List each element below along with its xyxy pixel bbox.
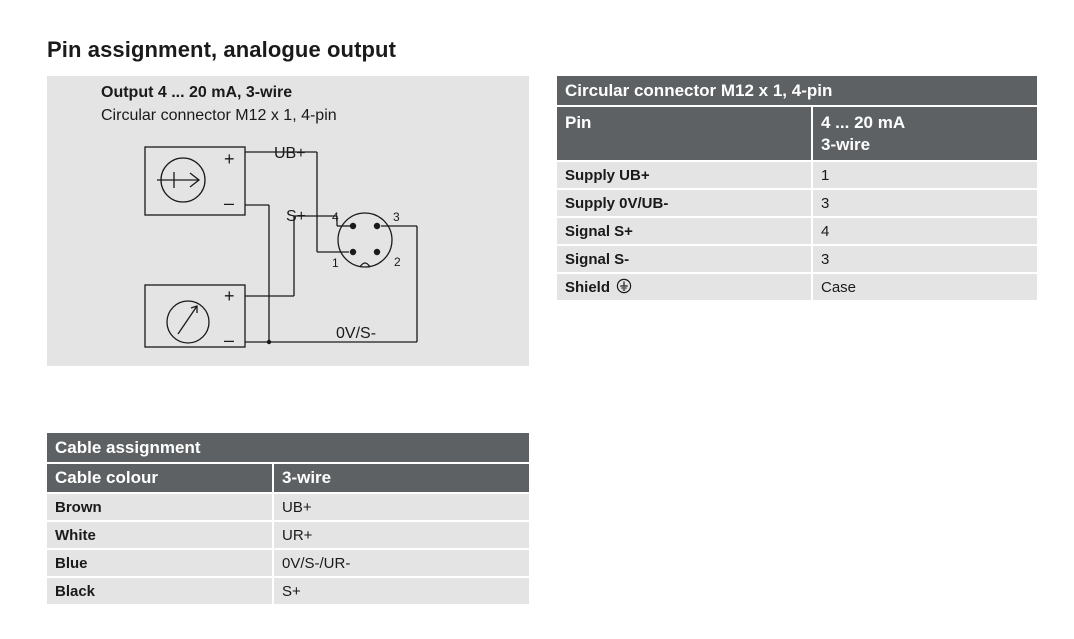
row-value: UR+	[272, 520, 529, 549]
supply-box	[144, 146, 246, 216]
pin-2-label: 2	[394, 255, 401, 269]
meter-box	[144, 284, 246, 348]
row-value: S+	[272, 576, 529, 604]
pin-4-label: 4	[332, 210, 339, 224]
cable-col-colour: Cable colour	[47, 462, 273, 493]
row-label: Signal S-	[557, 244, 812, 273]
row-value: 4	[811, 216, 1037, 245]
label-s-plus: S+	[286, 208, 306, 225]
cable-assignment-table: Cable assignment Cable colour 3-wire Bro…	[47, 433, 529, 604]
label-plus-top: +	[224, 149, 235, 169]
connector-col-value-line1: 4 ... 20 mA	[821, 113, 906, 132]
cable-col-wire: 3-wire	[272, 462, 529, 493]
row-value: 3	[811, 244, 1037, 273]
row-label: Blue	[47, 548, 273, 577]
ground-icon	[616, 278, 632, 294]
connector-table-title: Circular connector M12 x 1, 4-pin	[557, 76, 1037, 106]
row-value: 1	[811, 160, 1037, 189]
row-label: Supply 0V/UB-	[557, 188, 812, 217]
diagram-subheading: Circular connector M12 x 1, 4-pin	[101, 107, 337, 124]
connector-pin-table: Circular connector M12 x 1, 4-pin Pin 4 …	[557, 76, 1037, 300]
connector-col-value-line2: 3-wire	[821, 135, 871, 154]
row-value: 0V/S-/UR-	[272, 548, 529, 577]
pin-1-label: 1	[332, 256, 339, 270]
cable-table-title: Cable assignment	[47, 433, 529, 463]
row-value: UB+	[272, 492, 529, 521]
label-0v: 0V/S-	[336, 325, 376, 342]
shield-row-label: Shield	[557, 272, 812, 300]
row-label: Signal S+	[557, 216, 812, 245]
row-label: Shield	[565, 278, 611, 296]
table-row: Shield Case	[557, 272, 1037, 300]
table-row: White UR+	[47, 520, 529, 549]
row-label: Black	[47, 576, 273, 604]
label-minus-top: –	[224, 193, 234, 213]
m12-connector-icon	[337, 212, 393, 268]
row-value: Case	[811, 272, 1037, 300]
table-row: Supply UB+ 1	[557, 160, 1037, 189]
table-row: Supply 0V/UB- 3	[557, 188, 1037, 217]
row-label: White	[47, 520, 273, 549]
wiring-diagram-svg: UB+ S+ 0V/S- + – + – 1 2 3 4	[144, 145, 418, 350]
label-ub-plus: UB+	[274, 145, 306, 162]
pin-3-label: 3	[393, 210, 400, 224]
row-label: Supply UB+	[557, 160, 812, 189]
connector-col-pin: Pin	[557, 105, 812, 161]
label-plus-bottom: +	[224, 286, 235, 306]
row-value: 3	[811, 188, 1037, 217]
table-row: Signal S- 3	[557, 244, 1037, 273]
connector-col-value: 4 ... 20 mA 3-wire	[811, 105, 1037, 161]
table-row: Signal S+ 4	[557, 216, 1037, 245]
table-row: Black S+	[47, 576, 529, 604]
table-row: Brown UB+	[47, 492, 529, 521]
diagram-heading: Output 4 ... 20 mA, 3-wire	[101, 84, 293, 101]
meter-icon	[166, 300, 210, 344]
table-row: Blue 0V/S-/UR-	[47, 548, 529, 577]
page-title: Pin assignment, analogue output	[47, 37, 397, 62]
wiring-diagram: UB+ S+ 0V/S- + – + – 1 2 3 4 Output 4 ..…	[47, 76, 529, 366]
row-label: Brown	[47, 492, 273, 521]
label-minus-bottom: –	[224, 330, 234, 350]
